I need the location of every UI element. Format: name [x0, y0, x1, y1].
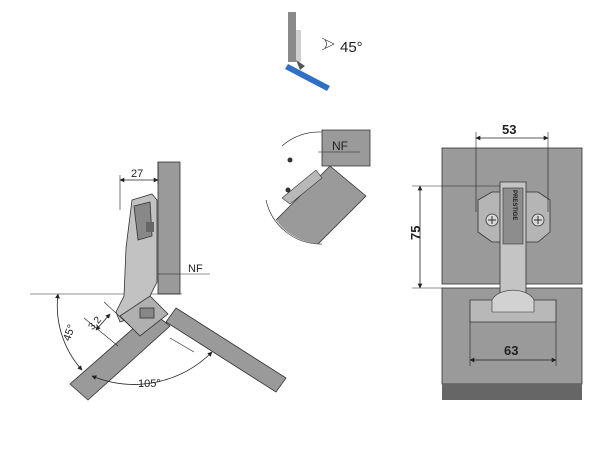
- angle-105-label: 105°: [138, 378, 161, 390]
- brand-text: PRESTIGE: [511, 190, 517, 220]
- angle-45-label: 45°: [61, 323, 78, 343]
- door-edge-dark: [442, 384, 582, 400]
- dimension-53: 53: [502, 122, 516, 137]
- nf-label-detail: NF: [332, 139, 348, 153]
- opening-angle-icon: 45°: [285, 12, 363, 91]
- open-door-panel: [165, 307, 287, 393]
- open-door-icon: [285, 64, 330, 91]
- dimension-3-2: 3,2: [86, 314, 104, 332]
- screw-left-icon: [485, 213, 499, 227]
- side-section-view: 27 NF 3,2 45° 105°: [30, 161, 287, 401]
- cabinet-side-light-icon: [296, 30, 301, 62]
- cabinet-side-icon: [288, 12, 296, 62]
- dimension-63: 63: [504, 343, 518, 358]
- dimension-27: 27: [131, 168, 143, 180]
- nf-label-side: NF: [188, 263, 203, 275]
- detail-cabinet-corner: [321, 129, 371, 167]
- screw-right-icon: [531, 213, 545, 227]
- front-view: PRESTIGE 53 75 63: [408, 122, 583, 400]
- detail-hinge-arm: [281, 169, 323, 205]
- dimension-75: 75: [408, 226, 423, 240]
- angle-symbol-icon: [321, 37, 335, 51]
- detail-view: NF: [265, 129, 378, 245]
- opening-angle-label: 45°: [340, 39, 363, 56]
- hinge-arm-icon: [296, 60, 305, 70]
